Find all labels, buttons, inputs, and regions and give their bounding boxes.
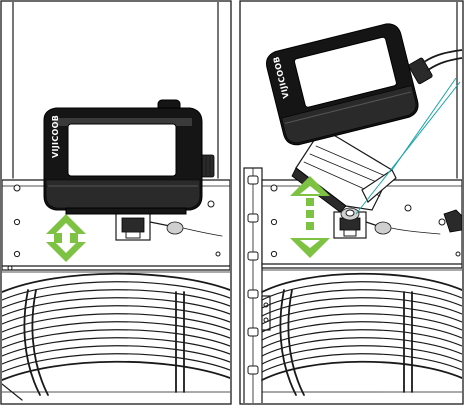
plate-hole — [215, 251, 221, 257]
plate-hole — [13, 250, 21, 258]
right-mount-bracket — [333, 207, 441, 239]
right-side-rail — [243, 167, 271, 403]
right-device-cable — [408, 49, 462, 85]
plate-hole — [13, 218, 21, 226]
left-panel: VIJICOOB — [2, 2, 230, 401]
right-adjust-arrow — [290, 176, 330, 258]
device-screen — [293, 36, 397, 108]
locking-knob — [166, 221, 184, 235]
left-adjust-arrow — [46, 214, 86, 262]
device-brand-logo: VIJICOOB — [51, 115, 60, 158]
plate-hole — [13, 184, 21, 192]
locking-knob — [374, 221, 392, 235]
left-panel-frame — [0, 0, 232, 405]
callout-pointer — [355, 77, 461, 215]
left-camera-unit: VIJICOOB — [43, 99, 215, 215]
left-cable-reel — [2, 272, 230, 401]
plate-hole — [7, 265, 13, 271]
right-camera-unit: VIJICOOB — [266, 23, 419, 146]
device-screen — [67, 123, 177, 177]
right-cable-reel — [261, 272, 462, 396]
right-panel: VIJICOOB — [243, 2, 462, 403]
right-panel-frame — [239, 0, 464, 405]
